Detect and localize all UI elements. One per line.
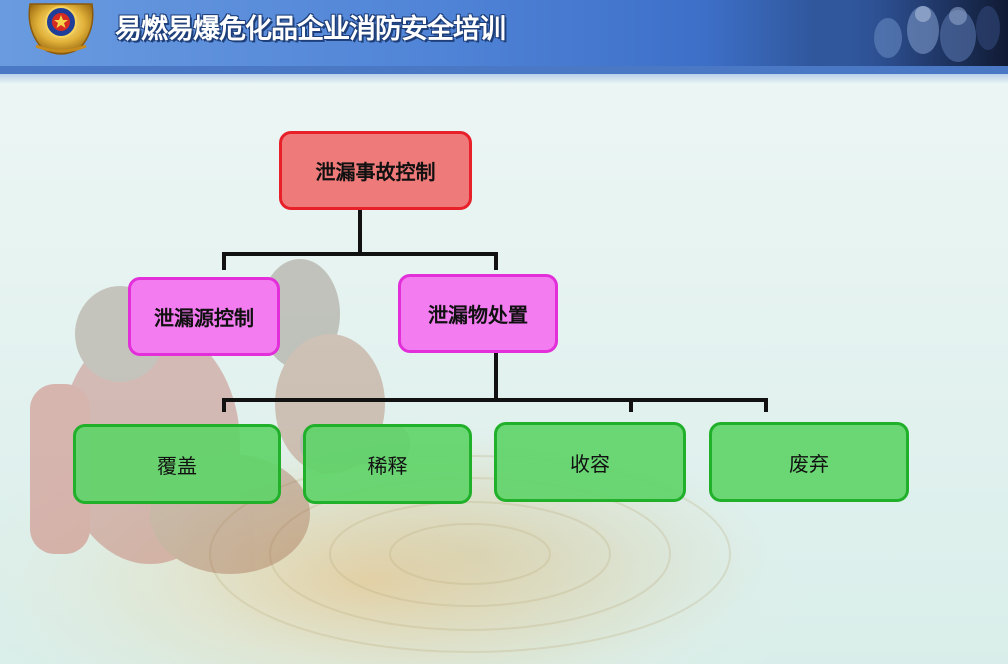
node-contain: 收容 xyxy=(494,422,686,502)
firefighter-photo xyxy=(818,0,1008,66)
header-banner: 易燃易爆危化品企业消防安全培训 xyxy=(0,0,1008,74)
node-leak-disposal-label: 泄漏物处置 xyxy=(428,303,528,327)
node-root-label: 泄漏事故控制 xyxy=(315,160,436,184)
node-source-control: 泄漏源控制 xyxy=(128,277,280,356)
node-root: 泄漏事故控制 xyxy=(279,131,472,210)
node-contain-label: 收容 xyxy=(570,451,610,476)
banner-shadow xyxy=(0,74,1008,84)
node-cover: 覆盖 xyxy=(73,424,281,504)
node-source-control-label: 泄漏源控制 xyxy=(154,306,254,330)
page-title: 易燃易爆危化品企业消防安全培训 xyxy=(115,14,506,45)
node-discard: 废弃 xyxy=(709,422,909,502)
node-cover-label: 覆盖 xyxy=(157,453,197,478)
node-dilute-label: 稀释 xyxy=(367,453,408,478)
node-discard-label: 废弃 xyxy=(789,451,829,476)
node-leak-disposal: 泄漏物处置 xyxy=(398,274,558,353)
node-dilute: 稀释 xyxy=(303,424,472,504)
police-emblem-icon xyxy=(28,3,94,55)
